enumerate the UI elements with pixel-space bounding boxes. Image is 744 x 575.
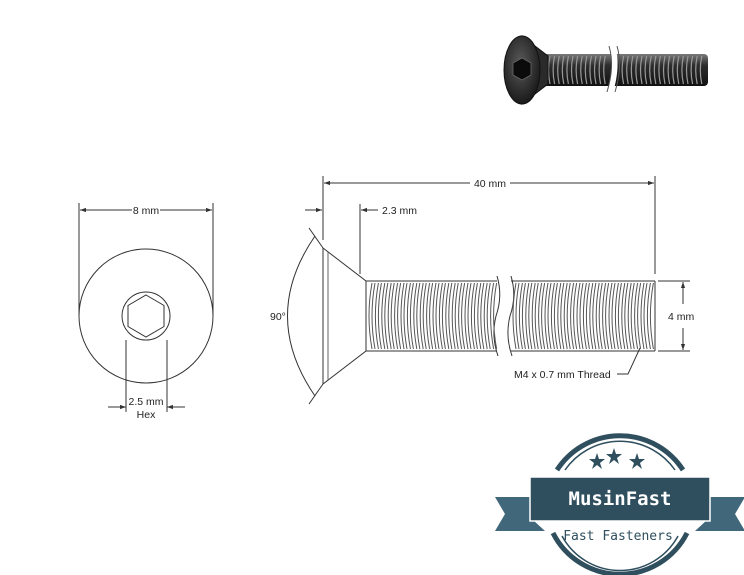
render-thread	[676, 55, 680, 85]
render-thread	[667, 55, 671, 85]
brand-tagline: Fast Fasteners	[563, 529, 673, 544]
render-thread	[626, 55, 629, 85]
thread-crest	[464, 282, 472, 350]
musinfast-logo: MusinFast Fast Fasteners	[495, 433, 744, 575]
thread-crest	[538, 282, 546, 350]
thread-crest	[470, 282, 478, 350]
render-thread	[662, 55, 666, 85]
thread-crest	[531, 282, 539, 350]
render-thread	[681, 55, 684, 85]
render-thread	[561, 55, 565, 85]
render-thread	[584, 55, 588, 85]
countersink-angle-arc	[287, 235, 316, 397]
render-thread	[649, 55, 652, 85]
logo-bottom-arc	[550, 531, 690, 575]
thread-crest	[394, 282, 402, 350]
thread-crest	[406, 282, 414, 350]
hex-socket-circle	[121, 291, 171, 341]
render-thread	[621, 55, 625, 85]
thread-crest	[400, 282, 408, 350]
thread-crest	[477, 282, 485, 350]
thread-crest	[419, 282, 427, 350]
render-thread	[552, 55, 556, 85]
thread-crest	[557, 282, 565, 350]
thread-crest	[634, 282, 642, 350]
thread-crest	[426, 282, 434, 350]
star-icon	[589, 453, 605, 469]
thread-crest	[563, 282, 571, 350]
render-thread	[635, 55, 638, 85]
label-thread-diameter: 4 mm	[668, 311, 695, 323]
thread-crest	[525, 282, 533, 350]
render-thread	[557, 55, 560, 85]
render-thread	[653, 55, 657, 85]
thread-crest	[614, 282, 622, 350]
label-overall-length: 40 mm	[474, 178, 506, 190]
thread-crest	[413, 282, 421, 350]
render-thread	[658, 55, 661, 85]
ribbon-banner	[530, 477, 710, 521]
render-thread	[672, 55, 675, 85]
label-thread-callout: M4 x 0.7 mm Thread	[514, 369, 611, 381]
thread-pattern	[368, 282, 654, 350]
thread-crest	[432, 282, 440, 350]
label-countersink-angle: 90°	[270, 311, 286, 323]
thread-crest	[589, 282, 597, 350]
logo-top-arc	[554, 433, 686, 472]
render-thread	[644, 55, 648, 85]
thread-crest	[387, 282, 395, 350]
side-view	[287, 176, 690, 405]
render-thread	[575, 55, 579, 85]
render-thread	[690, 55, 694, 85]
thread-crest	[627, 282, 635, 350]
screw-3d-render	[503, 34, 708, 106]
thread-crest	[458, 282, 466, 350]
thread-crest	[518, 282, 526, 350]
thread-crest	[595, 282, 603, 350]
render-thread	[639, 55, 643, 85]
thread-crest	[368, 282, 376, 350]
head-outline	[78, 248, 214, 384]
thread-crest	[381, 282, 389, 350]
render-thread	[685, 55, 689, 85]
thread-crest	[640, 282, 648, 350]
render-thread	[598, 55, 602, 85]
thread-crest	[445, 282, 453, 350]
label-head-height: 2.3 mm	[382, 205, 417, 217]
label-hex-size: 2.5 mm	[128, 396, 163, 408]
label-head-diameter: 8 mm	[133, 205, 160, 217]
thread-crest	[576, 282, 584, 350]
thread-crest	[550, 282, 558, 350]
thread-crest	[608, 282, 616, 350]
star-icon	[606, 448, 622, 464]
thread-crest	[438, 282, 446, 350]
brand-name: MusinFast	[569, 488, 672, 510]
hex-socket	[127, 294, 165, 338]
label-hex-caption: Hex	[137, 409, 156, 421]
render-thread	[699, 55, 703, 85]
thread-crest	[544, 282, 552, 350]
thread-crest	[512, 282, 520, 350]
render-thread	[695, 55, 698, 85]
render-thread	[566, 55, 569, 85]
thread-crest	[490, 282, 498, 350]
end-view	[78, 203, 214, 412]
render-thread	[630, 55, 634, 85]
thread-crest	[570, 282, 578, 350]
render-thread	[570, 55, 574, 85]
render-thread	[593, 55, 597, 85]
render-thread	[589, 55, 592, 85]
render-thread	[580, 55, 583, 85]
thread-crest	[582, 282, 590, 350]
thread-crest	[374, 282, 382, 350]
thread-crest	[646, 282, 654, 350]
thread-crest	[451, 282, 459, 350]
star-icon	[629, 453, 645, 469]
thread-crest	[483, 282, 491, 350]
thread-crest	[602, 282, 610, 350]
thread-crest	[621, 282, 629, 350]
render-thread	[603, 55, 606, 85]
